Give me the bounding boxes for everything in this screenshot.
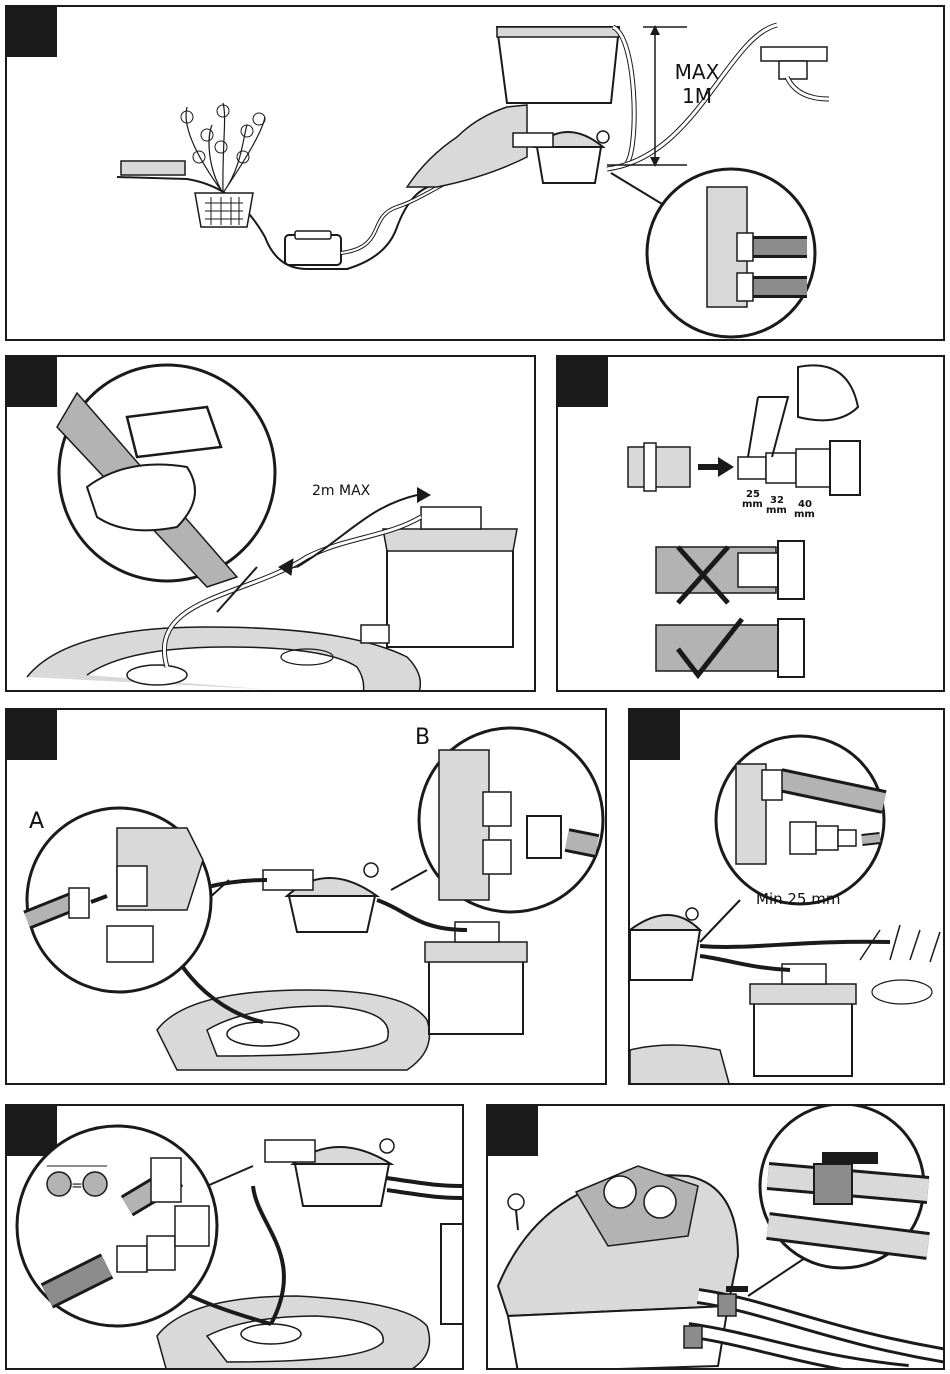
distance-label: 2m MAX bbox=[312, 483, 371, 499]
step-7-panel bbox=[486, 1104, 945, 1370]
step-2-illustration: 2m MAX bbox=[7, 357, 536, 692]
step-2-panel: 2m MAX bbox=[5, 355, 536, 692]
size-40-unit: mm bbox=[794, 509, 815, 520]
height-label-line2: 1M bbox=[682, 84, 712, 108]
step-1-illustration: MAX 1M bbox=[7, 7, 945, 341]
correct-fit-example bbox=[656, 619, 804, 677]
ball-valve-lower bbox=[684, 1326, 702, 1348]
detail-a-label: A bbox=[29, 809, 44, 834]
pressure-filter bbox=[265, 1139, 394, 1206]
step-6-illustration: = bbox=[7, 1106, 464, 1370]
step-4-panel: A B bbox=[5, 708, 607, 1085]
step-5-panel: Min 25 mm bbox=[628, 708, 945, 1085]
min-diameter-label: Min 25 mm bbox=[756, 890, 840, 908]
wrong-fit-example bbox=[656, 541, 804, 603]
filter-box bbox=[750, 964, 856, 1076]
step-4-illustration: A B bbox=[7, 710, 607, 1085]
step-5-illustration: Min 25 mm bbox=[630, 710, 945, 1085]
step-6-panel: = bbox=[5, 1104, 464, 1370]
detail-b-label: B bbox=[415, 725, 430, 750]
pond-pump bbox=[285, 231, 341, 265]
filter-box bbox=[361, 507, 517, 647]
height-label-line1: MAX bbox=[675, 60, 720, 84]
water-tap bbox=[761, 47, 829, 99]
step-3-illustration: 25 mm 32 mm 40 mm bbox=[558, 357, 945, 692]
plant-basket bbox=[181, 103, 265, 227]
filter-box bbox=[425, 922, 527, 1034]
size-25-unit: mm bbox=[742, 499, 763, 510]
size-32-unit: mm bbox=[766, 505, 787, 516]
pressure-filter bbox=[263, 863, 378, 932]
filter-box bbox=[497, 27, 619, 103]
equal-diameter-sign: = bbox=[71, 1178, 83, 1194]
step-1-panel: MAX 1M bbox=[5, 5, 945, 341]
stepped-hose-adapter bbox=[738, 441, 860, 495]
step-7-illustration bbox=[488, 1106, 945, 1370]
ball-valve-upper bbox=[718, 1294, 736, 1316]
step-3-panel: 25 mm 32 mm 40 mm bbox=[556, 355, 945, 692]
